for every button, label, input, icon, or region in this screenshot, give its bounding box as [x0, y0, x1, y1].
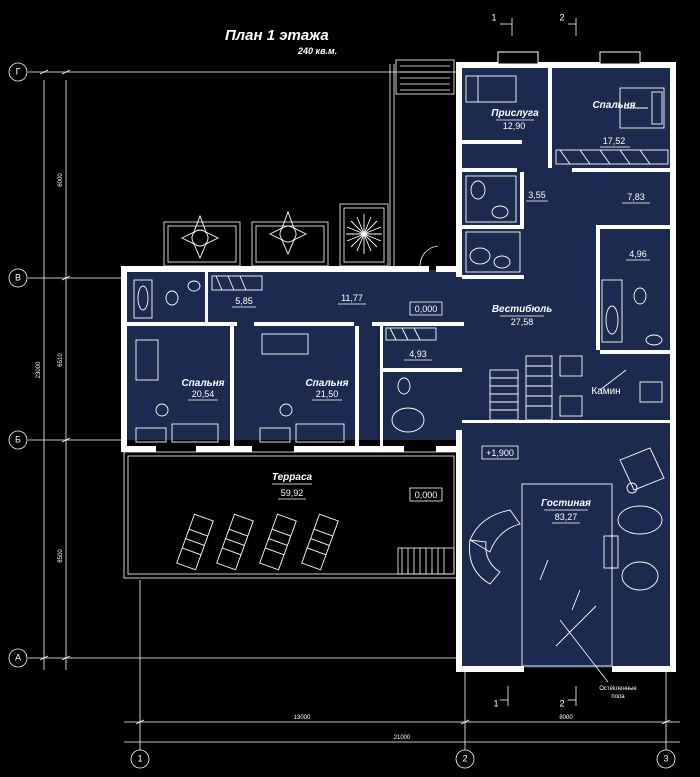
room-hall-top: 7,83 [622, 192, 650, 204]
dim-text: 8500 [58, 549, 64, 563]
level-mark: 0,000 [415, 490, 438, 500]
room-name: Спальня [305, 378, 348, 389]
furniture [133, 75, 669, 667]
axis-col-bubble: 3 [656, 749, 676, 769]
axis-col-bubble: 2 [455, 749, 475, 769]
section-marker: 2 [559, 12, 577, 36]
room-name: Спальня [592, 100, 635, 111]
axis-row-bubble: Г [8, 62, 28, 82]
room-spalnya-left: Спальня 20,54 [181, 378, 225, 401]
level-mark: +1,900 [486, 448, 514, 458]
room-terrace: Терраса 59,92 [272, 472, 313, 500]
plant-icon [180, 214, 220, 260]
glass-floor-note: Остекленные пола [559, 619, 637, 700]
room-wc-mid: 4,93 [404, 349, 432, 361]
room-name: Терраса [272, 472, 313, 483]
room-area: 21,50 [316, 389, 339, 399]
note-line1: Остекленные [599, 686, 637, 692]
room-spalnya-mid: Спальня 21,50 [305, 378, 349, 401]
terrace-steps [401, 548, 445, 574]
axis-row-bubble: В [8, 268, 28, 288]
plan-subtitle: 240 кв.м. [298, 46, 338, 56]
room-area: 20,54 [192, 389, 215, 399]
room-corridor: 11,77 [338, 293, 366, 305]
room-name: Гостиная [541, 498, 591, 509]
axis-row-label: Г [16, 66, 21, 76]
room-vestibule: Вестибюль 27,58 [492, 303, 552, 327]
terrace-outline [123, 451, 459, 579]
axis-row-bubble: Б [8, 430, 28, 450]
room-name: Камин [591, 386, 620, 397]
level-living: +1,900 [481, 445, 519, 460]
dim-text: 8000 [559, 715, 573, 721]
room-area: 12,90 [503, 121, 526, 131]
section-marker: 1 [493, 686, 509, 708]
lounger-icon [301, 513, 339, 571]
dim-text: 23000 [36, 361, 42, 378]
lounger-icon [216, 513, 254, 571]
axis-col-bubble: 1 [130, 749, 150, 769]
planters [163, 203, 389, 267]
axis-col-label: 3 [663, 753, 668, 763]
note-line2: пола [611, 694, 625, 700]
level-corridor: 0,000 [409, 301, 443, 316]
floor-fill [124, 64, 674, 668]
axis-row-label: А [15, 652, 21, 662]
room-prisluga: Прислуга 12,90 [491, 108, 539, 131]
level-terrace: 0,000 [409, 487, 443, 502]
plant-icon [268, 210, 308, 256]
dim-text: 6510 [58, 353, 64, 367]
room-wc-right: 4,96 [626, 249, 650, 261]
upper-terrace [389, 59, 455, 267]
section-marker: 2 [559, 686, 577, 708]
plant-icon [346, 214, 382, 254]
room-area: 4,93 [409, 349, 427, 359]
room-area: 59,92 [281, 488, 304, 498]
room-wc-top: 3,55 [526, 190, 548, 202]
axis-row-bubble: А [8, 648, 28, 668]
walls [121, 51, 676, 672]
axis-row-label: Б [15, 434, 21, 444]
room-area: 3,55 [528, 190, 546, 200]
axis-row-label: В [15, 272, 21, 282]
room-fireplace: Камин [591, 386, 620, 397]
dim-text: 6000 [58, 173, 64, 187]
axis-col-label: 2 [462, 753, 467, 763]
axis-grid [28, 69, 680, 750]
room-area: 17,52 [603, 136, 626, 146]
svg-text:1: 1 [493, 698, 498, 708]
room-corridor-small: 5,85 [232, 296, 256, 308]
section-marker: 1 [491, 12, 513, 36]
room-area: 7,83 [627, 192, 645, 202]
room-name: Спальня [181, 378, 224, 389]
dim-text: 13000 [294, 715, 311, 721]
room-area: 11,77 [341, 293, 363, 303]
svg-text:2: 2 [559, 12, 564, 22]
room-area: 83,27 [555, 512, 578, 522]
room-living: Гостиная 83,27 [541, 498, 591, 524]
svg-text:1: 1 [491, 12, 496, 22]
axis-col-label: 1 [137, 753, 142, 763]
dim-text: 21000 [394, 735, 411, 741]
plan-title: План 1 этажа [225, 27, 329, 44]
room-area: 27,58 [511, 317, 534, 327]
room-spalnya-top: Спальня 17,52 [592, 100, 636, 148]
lounger-icon [176, 513, 214, 571]
svg-text:2: 2 [559, 698, 564, 708]
room-name: Прислуга [491, 108, 539, 119]
room-area: 4,96 [629, 249, 647, 259]
level-mark: 0,000 [415, 304, 438, 314]
room-name: Вестибюль [492, 303, 552, 315]
room-area: 5,85 [235, 296, 253, 306]
lounger-icon [259, 513, 297, 571]
